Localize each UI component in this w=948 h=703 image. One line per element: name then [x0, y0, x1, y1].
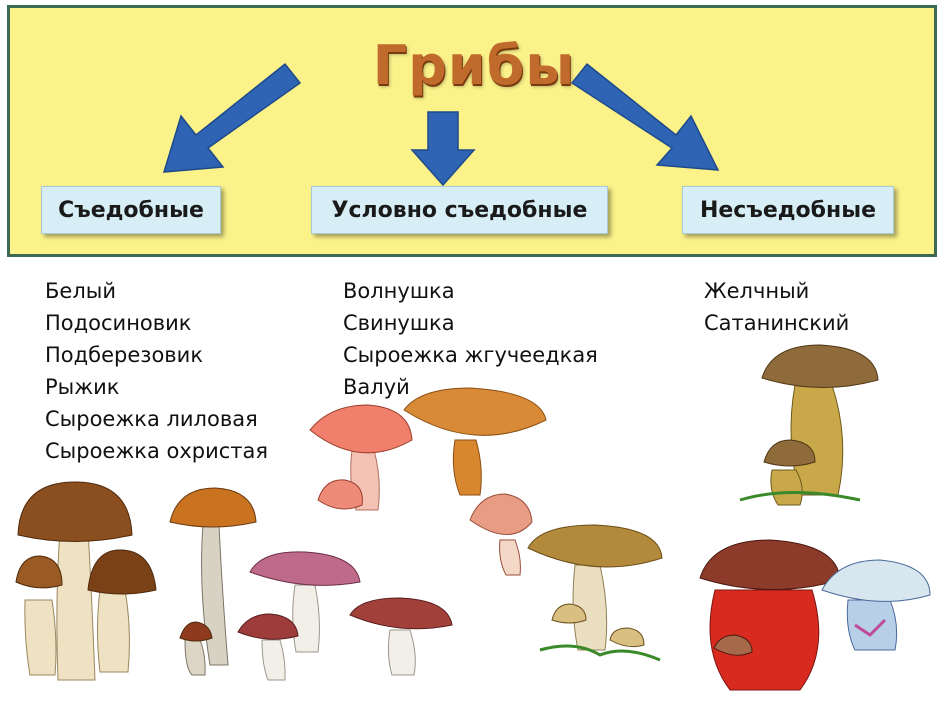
birch-bolete-illustration	[170, 488, 256, 675]
russula-ochre-illustration	[350, 598, 452, 675]
svinushka-illustration	[404, 388, 546, 575]
porcini-mushroom-illustration	[16, 482, 156, 680]
bitter-bolete-illustration	[740, 345, 878, 505]
valui-illustration	[528, 525, 662, 660]
volnushka-illustration	[310, 405, 412, 510]
satanic-mushroom-illustration	[700, 540, 930, 690]
russula-purple-illustration	[238, 552, 360, 680]
